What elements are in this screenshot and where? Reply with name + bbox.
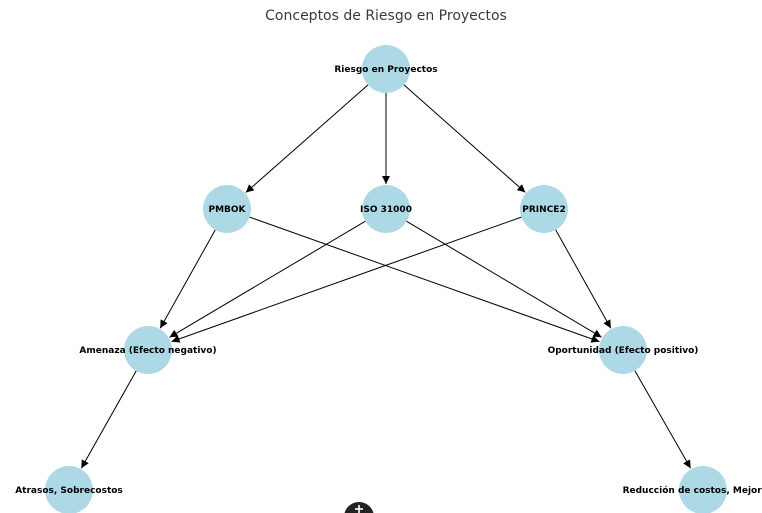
node-reduccion-de-costos-mejora-de[interactable]: Reducción de costos, Mejora de (623, 466, 762, 513)
node-riesgo-en-proyectos[interactable]: Riesgo en Proyectos (334, 45, 438, 93)
edge-amenaza-to-atrasos (80, 370, 137, 469)
edge-riesgo-to-prince2 (403, 84, 526, 193)
fab-add-button[interactable] (344, 502, 374, 513)
node-circle (203, 185, 251, 233)
edge-layer (80, 84, 692, 469)
edge-pmbok-to-oportunidad (249, 216, 600, 343)
node-oportunidad-efecto-positivo[interactable]: Oportunidad (Efecto positivo) (548, 326, 699, 374)
node-circle (679, 466, 727, 513)
edge-pmbok-to-amenaza (159, 229, 216, 329)
node-circle (599, 326, 647, 374)
plus-icon (355, 505, 363, 513)
edge-oportunidad-to-reduccion (634, 370, 692, 469)
node-label: Atrasos, Sobrecostos (15, 486, 123, 496)
node-circle (124, 326, 172, 374)
node-label: Amenaza (Efecto negativo) (79, 346, 216, 356)
diagram-title: Conceptos de Riesgo en Proyectos (265, 8, 507, 24)
node-label: ISO 31000 (360, 205, 412, 215)
node-label: Reducción de costos, Mejora de (623, 485, 762, 496)
node-circle (45, 466, 93, 513)
edge-prince2-to-oportunidad (555, 229, 612, 329)
node-prince2[interactable]: PRINCE2 (520, 185, 568, 233)
node-circle (362, 45, 410, 93)
node-label: Riesgo en Proyectos (334, 65, 437, 75)
node-iso-31000[interactable]: ISO 31000 (360, 185, 412, 233)
node-circle (520, 185, 568, 233)
edge-iso-to-amenaza (169, 220, 366, 338)
edge-prince2-to-amenaza (171, 216, 522, 343)
node-pmbok[interactable]: PMBOK (203, 185, 251, 233)
node-circle (362, 185, 410, 233)
edge-riesgo-to-pmbok (245, 84, 369, 193)
node-amenaza-efecto-negativo[interactable]: Amenaza (Efecto negativo) (79, 326, 217, 374)
node-label: PMBOK (208, 205, 246, 215)
node-label: PRINCE2 (522, 205, 565, 215)
edge-iso-to-oportunidad (406, 220, 602, 338)
node-label: Oportunidad (Efecto positivo) (548, 346, 699, 356)
node-atrasos-sobrecostos[interactable]: Atrasos, Sobrecostos (15, 466, 123, 513)
